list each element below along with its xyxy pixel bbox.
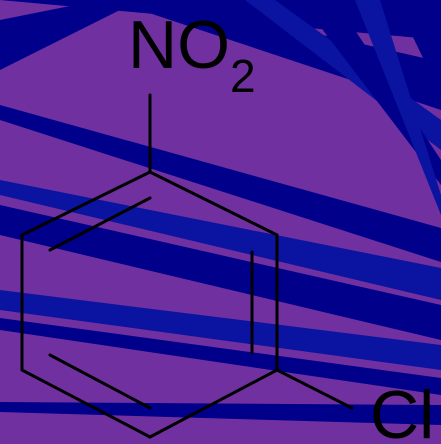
streak [0,290,441,370]
ring-double-bond [48,196,152,252]
streak [0,318,441,395]
streak [0,105,441,262]
ring-bond [148,368,279,439]
streak [0,180,441,300]
nitro-main: NO [128,7,230,83]
nitro-group-label: NO2 [128,7,256,102]
streak [300,0,441,185]
benzene-ring [20,93,354,439]
ring-bond [20,368,152,439]
streak [355,0,441,215]
streak [0,205,441,340]
streak [395,0,441,95]
nitro-subscript: 2 [230,50,256,102]
streak [0,0,140,70]
streak [0,402,441,425]
ring-bond [148,170,279,237]
ring-double-bond [48,353,152,410]
ring-bond [20,170,152,237]
chlorine-label: Cl [370,377,434,444]
bond-to-chlorine [275,368,354,410]
background-streaks [0,0,441,425]
